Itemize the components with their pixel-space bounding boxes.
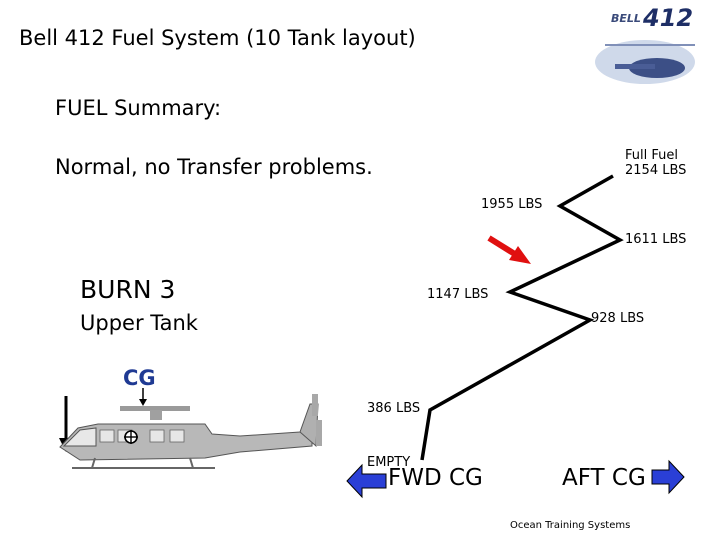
- svg-text:412: 412: [642, 4, 693, 32]
- full-fuel-value: 2154 LBS: [625, 163, 687, 178]
- fwd-cg-arrow: [346, 463, 387, 499]
- burn-tank-label: Upper Tank: [80, 311, 198, 335]
- bell-412-logo: BELL 412: [585, 2, 705, 92]
- fuel-point-1147: 1147 LBS: [427, 287, 489, 302]
- fuel-point-386: 386 LBS: [367, 401, 421, 416]
- footer-credit: Ocean Training Systems: [510, 520, 631, 531]
- svg-text:BELL: BELL: [611, 12, 641, 25]
- current-burn-pointer: [487, 235, 531, 264]
- fuel-point-928: 928 LBS: [591, 311, 645, 326]
- transfer-status-text: Normal, no Transfer problems.: [55, 155, 373, 179]
- full-fuel-title: Full Fuel: [625, 148, 678, 163]
- fuel-point-1955: 1955 LBS: [481, 197, 543, 212]
- helicopter-side-view: [59, 394, 322, 469]
- fwd-cg-label: FWD CG: [388, 465, 483, 491]
- cg-label: CG: [123, 366, 156, 390]
- fuel-summary-heading: FUEL Summary:: [55, 96, 222, 120]
- aft-cg-arrow: [651, 459, 685, 495]
- fuel-point-1611: 1611 LBS: [625, 232, 687, 247]
- full-fuel-label: Full Fuel 2154 LBS: [625, 148, 686, 178]
- aft-cg-label: AFT CG: [562, 465, 646, 491]
- page-title: Bell 412 Fuel System (10 Tank layout): [19, 26, 416, 50]
- burn-stage-label: BURN 3: [80, 275, 176, 304]
- cg-trace-line: [420, 174, 624, 461]
- fuel-point-empty: EMPTY: [367, 455, 411, 470]
- cg-pointer-arrow: [139, 388, 147, 406]
